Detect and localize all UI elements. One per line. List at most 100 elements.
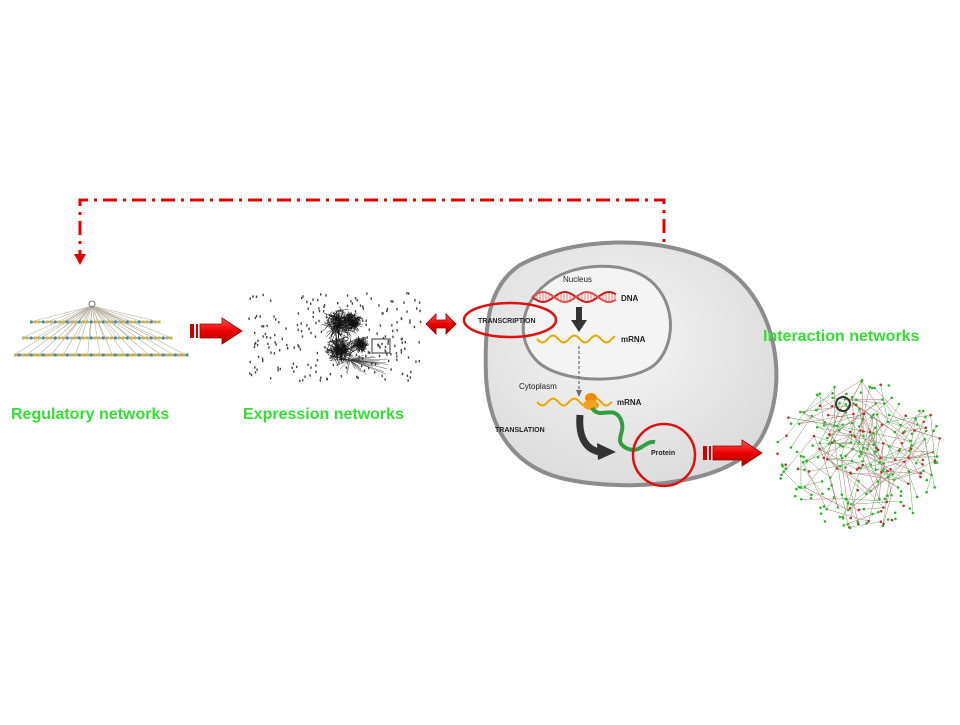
graph-node bbox=[392, 336, 393, 338]
graph-node bbox=[907, 456, 910, 459]
graph-node bbox=[419, 301, 420, 303]
graph-node bbox=[890, 494, 893, 497]
graph-node bbox=[780, 474, 783, 477]
graph-node bbox=[256, 315, 257, 317]
graph-node bbox=[409, 321, 410, 323]
graph-edge bbox=[923, 471, 931, 475]
graph-node bbox=[899, 424, 902, 427]
graph-node bbox=[250, 297, 251, 299]
graph-node bbox=[924, 426, 927, 429]
graph-node bbox=[150, 321, 153, 324]
graph-node bbox=[410, 371, 411, 373]
graph-node bbox=[331, 326, 332, 328]
graph-node bbox=[323, 310, 324, 312]
graph-node bbox=[337, 302, 338, 304]
graph-node bbox=[402, 373, 403, 375]
graph-node bbox=[784, 463, 787, 466]
graph-edge bbox=[784, 472, 799, 487]
graph-node bbox=[257, 344, 258, 346]
graph-node bbox=[894, 459, 897, 462]
graph-edge bbox=[92, 306, 174, 355]
graph-node bbox=[382, 312, 383, 314]
graph-node bbox=[299, 380, 300, 382]
graph-node bbox=[366, 292, 367, 294]
graph-node bbox=[833, 440, 836, 443]
graph-node bbox=[867, 520, 870, 523]
graph-node bbox=[396, 308, 397, 310]
graph-node bbox=[319, 310, 320, 312]
graph-node bbox=[409, 319, 410, 321]
graph-node bbox=[901, 442, 904, 445]
graph-node bbox=[98, 354, 101, 357]
graph-node bbox=[320, 293, 321, 295]
graph-node bbox=[26, 337, 29, 340]
graph-node bbox=[302, 379, 303, 381]
mrna-nucleus-label: mRNA bbox=[621, 335, 646, 344]
graph-node bbox=[908, 470, 911, 473]
graph-node bbox=[347, 294, 348, 296]
protein-label: Protein bbox=[651, 450, 675, 457]
graph-node bbox=[842, 516, 845, 519]
graph-node bbox=[102, 337, 105, 340]
graph-node bbox=[302, 335, 303, 337]
graph-node bbox=[841, 423, 844, 426]
graph-node bbox=[298, 312, 299, 314]
graph-node bbox=[310, 366, 311, 368]
graph-node bbox=[262, 294, 263, 296]
graph-node bbox=[779, 477, 782, 480]
graph-node bbox=[274, 334, 275, 336]
graph-node bbox=[158, 354, 161, 357]
graph-node bbox=[850, 503, 853, 506]
graph-node bbox=[387, 342, 388, 344]
graph-node bbox=[42, 354, 45, 357]
graph-node bbox=[799, 411, 802, 414]
graph-node bbox=[250, 361, 251, 363]
graph-node bbox=[310, 302, 311, 304]
graph-node bbox=[800, 486, 803, 489]
graph-node bbox=[836, 467, 839, 470]
graph-node bbox=[371, 297, 372, 299]
graph-node bbox=[914, 418, 917, 421]
arrow-tail-stripe bbox=[196, 324, 198, 338]
graph-node bbox=[270, 300, 271, 302]
graph-node bbox=[396, 359, 397, 361]
graph-edge bbox=[849, 522, 881, 528]
graph-node bbox=[86, 321, 89, 324]
graph-node bbox=[274, 352, 275, 354]
graph-node bbox=[874, 426, 877, 429]
graph-node bbox=[828, 433, 831, 436]
graph-node bbox=[317, 352, 318, 354]
graph-node bbox=[335, 331, 336, 333]
graph-node bbox=[102, 354, 105, 357]
graph-node bbox=[882, 462, 885, 465]
graph-node bbox=[118, 354, 121, 357]
graph-node bbox=[862, 447, 865, 450]
graph-node bbox=[904, 414, 907, 417]
graph-node bbox=[390, 300, 391, 302]
graph-node bbox=[256, 368, 257, 370]
graph-node bbox=[910, 447, 913, 450]
graph-node bbox=[126, 321, 129, 324]
graph-edge bbox=[931, 415, 935, 463]
graph-node bbox=[888, 414, 891, 417]
graph-node bbox=[900, 501, 903, 504]
graph-node bbox=[910, 444, 913, 447]
graph-node bbox=[66, 337, 69, 340]
graph-node bbox=[903, 430, 906, 433]
graph-node bbox=[871, 387, 874, 390]
graph-edge bbox=[830, 468, 837, 477]
graph-node bbox=[849, 526, 852, 529]
graph-node bbox=[166, 354, 169, 357]
graph-node bbox=[878, 498, 881, 501]
graph-node bbox=[30, 337, 33, 340]
arrow-tail-stripe bbox=[709, 446, 711, 460]
graph-node bbox=[275, 318, 276, 320]
graph-node bbox=[313, 311, 314, 313]
graph-node bbox=[66, 354, 69, 357]
graph-node bbox=[902, 504, 905, 507]
graph-node bbox=[838, 429, 841, 432]
arrow-tail-stripe bbox=[703, 446, 707, 460]
graph-node bbox=[811, 415, 814, 418]
graph-node bbox=[860, 391, 863, 394]
